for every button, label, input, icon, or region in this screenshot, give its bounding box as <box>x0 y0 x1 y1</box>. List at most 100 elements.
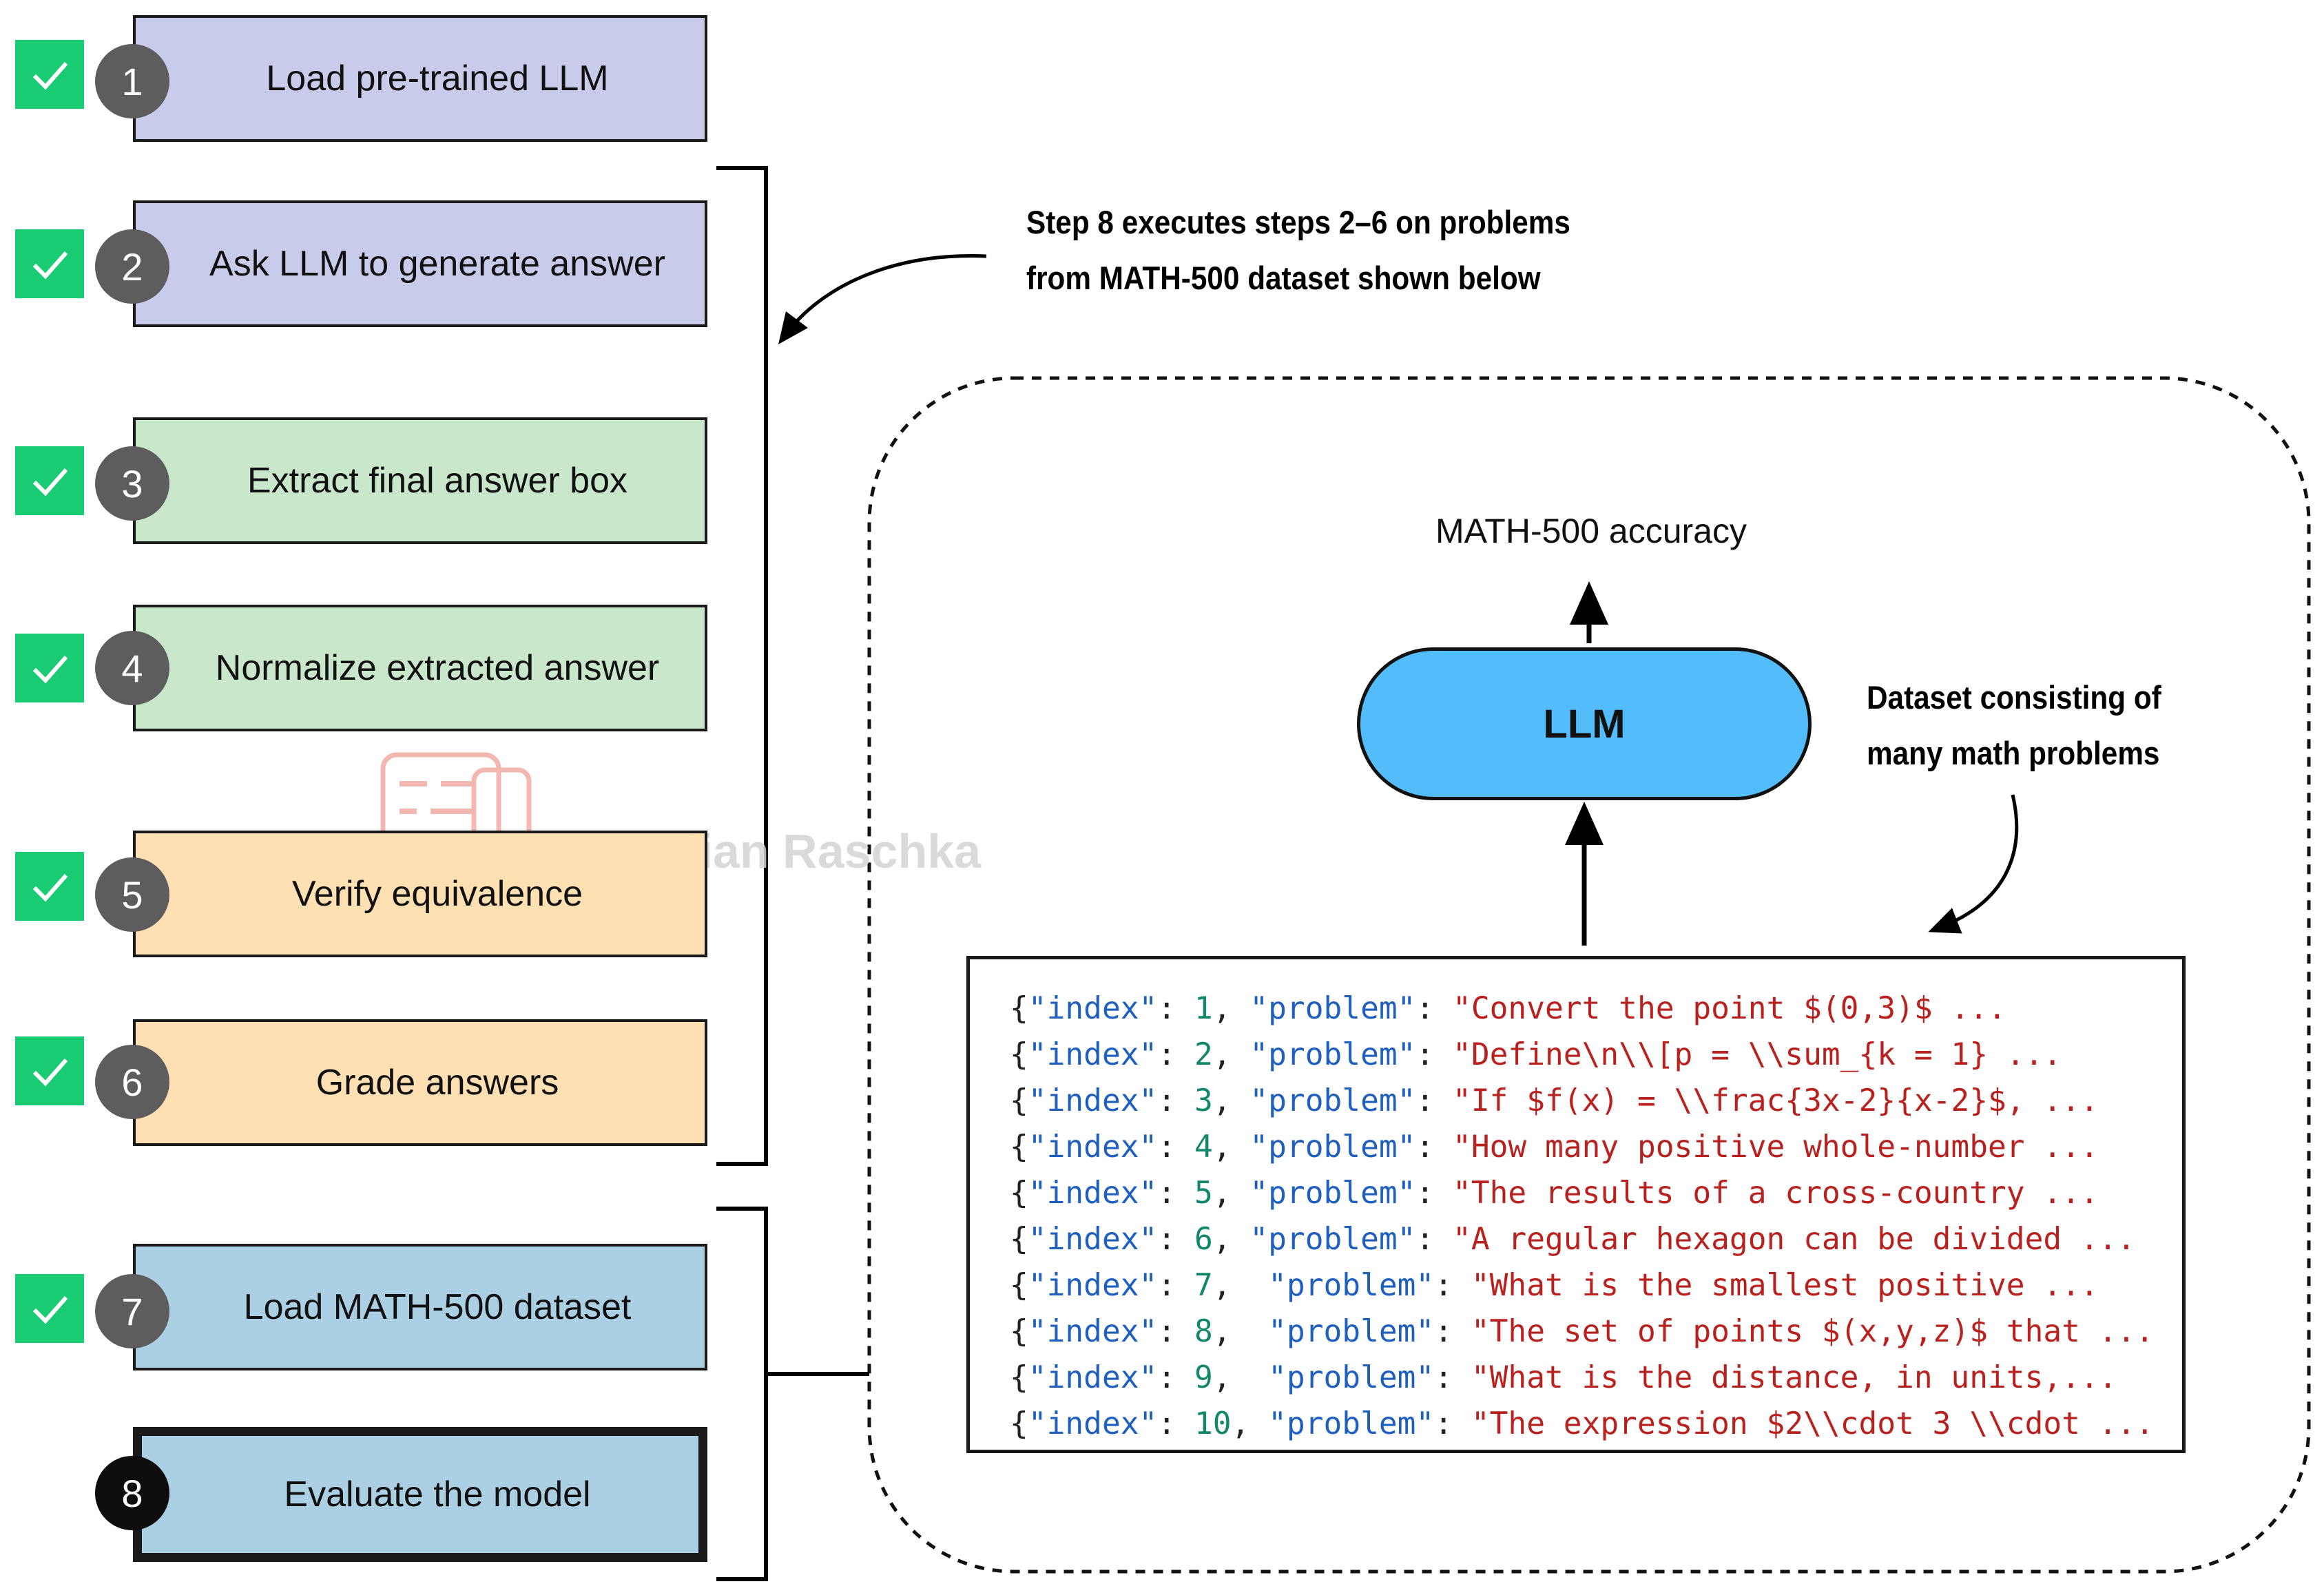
open-brace: { <box>1010 1222 1028 1257</box>
colon: : <box>1157 1129 1194 1165</box>
accuracy-label: MATH-500 accuracy <box>1435 512 1747 550</box>
open-brace: { <box>1010 1129 1028 1165</box>
index-key: "index" <box>1028 1176 1158 1211</box>
colon: : <box>1415 1222 1453 1257</box>
index-value: 9 <box>1194 1360 1213 1395</box>
colon: : <box>1415 1037 1453 1072</box>
colon: : <box>1434 1268 1471 1303</box>
check-icon <box>15 229 84 298</box>
bracket-steps-2-6 <box>716 166 768 1166</box>
colon: : <box>1157 1360 1194 1395</box>
step-number-badge: 1 <box>95 44 169 118</box>
index-value: 5 <box>1194 1176 1213 1211</box>
colon: : <box>1415 1176 1453 1211</box>
dashed-container <box>867 376 2311 1574</box>
index-value: 2 <box>1194 1037 1213 1072</box>
comma: , <box>1212 1268 1269 1303</box>
problem-text: "If $f(x) = \\frac{3x-2}{x-2}$, ... <box>1453 1083 2099 1118</box>
open-brace: { <box>1010 1360 1028 1395</box>
bracket-steps-7-8 <box>716 1207 768 1581</box>
colon: : <box>1434 1406 1471 1441</box>
colon: : <box>1157 1406 1194 1441</box>
index-value: 6 <box>1194 1222 1213 1257</box>
index-key: "index" <box>1028 1314 1158 1349</box>
check-icon <box>15 446 84 515</box>
colon: : <box>1157 1083 1194 1118</box>
comma: , <box>1212 1037 1250 1072</box>
index-key: "index" <box>1028 1360 1158 1395</box>
problem-key: "problem" <box>1268 1406 1435 1441</box>
index-value: 7 <box>1194 1268 1213 1303</box>
problem-text: "Convert the point $(0,3)$ ... <box>1453 991 2006 1026</box>
comma: , <box>1212 1222 1250 1257</box>
index-value: 4 <box>1194 1129 1213 1165</box>
colon: : <box>1415 1129 1453 1165</box>
index-value: 10 <box>1194 1406 1232 1441</box>
open-brace: { <box>1010 1406 1028 1441</box>
problem-key: "problem" <box>1249 1129 1416 1165</box>
step-1-box: Load pre-trained LLM <box>133 15 707 142</box>
step8-note: Step 8 executes steps 2–6 on problems fr… <box>1026 194 1570 306</box>
index-key: "index" <box>1028 1083 1158 1118</box>
step-number-badge: 2 <box>95 229 169 304</box>
step-8-box: Evaluate the model <box>133 1427 707 1562</box>
problem-text: "What is the smallest positive ... <box>1471 1268 2099 1303</box>
dataset-row: {"index": 6, "problem": "A regular hexag… <box>1010 1216 2182 1262</box>
dataset-row: {"index": 8, "problem": "The set of poin… <box>1010 1309 2182 1355</box>
colon: : <box>1157 1222 1194 1257</box>
problem-key: "problem" <box>1268 1360 1435 1395</box>
comma: , <box>1212 991 1250 1026</box>
dataset-note-line2: many math problems <box>1867 735 2160 771</box>
dataset-curved-arrow <box>1928 794 2019 934</box>
dataset-row: {"index": 2, "problem": "Define\n\\[p = … <box>1010 1032 2182 1078</box>
dataset-row: {"index": 10, "problem": "The expression… <box>1010 1401 2182 1447</box>
dataset-row: {"index": 3, "problem": "If $f(x) = \\fr… <box>1010 1078 2182 1124</box>
step-number-badge: 4 <box>95 631 169 705</box>
step-5-box: Verify equivalence <box>133 831 707 957</box>
colon: : <box>1415 991 1453 1026</box>
index-value: 8 <box>1194 1314 1213 1349</box>
problem-text: "What is the distance, in units,... <box>1471 1360 2117 1395</box>
index-value: 1 <box>1194 991 1213 1026</box>
index-key: "index" <box>1028 1222 1158 1257</box>
colon: : <box>1157 991 1194 1026</box>
comma: , <box>1212 1129 1250 1165</box>
open-brace: { <box>1010 1268 1028 1303</box>
problem-key: "problem" <box>1268 1314 1435 1349</box>
dataset-row: {"index": 1, "problem": "Convert the poi… <box>1010 986 2182 1032</box>
comma: , <box>1212 1314 1269 1349</box>
index-key: "index" <box>1028 991 1158 1026</box>
colon: : <box>1157 1037 1194 1072</box>
index-key: "index" <box>1028 1037 1158 1072</box>
problem-key: "problem" <box>1249 1176 1416 1211</box>
step-2-box: Ask LLM to generate answer <box>133 200 707 327</box>
comma: , <box>1212 1176 1250 1211</box>
problem-key: "problem" <box>1268 1268 1435 1303</box>
index-value: 3 <box>1194 1083 1213 1118</box>
problem-text: "The set of points $(x,y,z)$ that ... <box>1471 1314 2155 1349</box>
colon: : <box>1157 1314 1194 1349</box>
step-6-box: Grade answers <box>133 1019 707 1146</box>
index-key: "index" <box>1028 1268 1158 1303</box>
step-number-badge: 3 <box>95 446 169 521</box>
step8-note-line1: Step 8 executes steps 2–6 on problems <box>1026 204 1570 240</box>
index-key: "index" <box>1028 1129 1158 1165</box>
step-3-box: Extract final answer box <box>133 417 707 544</box>
check-icon <box>15 852 84 921</box>
step8-note-line2: from MATH-500 dataset shown below <box>1026 260 1541 296</box>
step-number-badge: 5 <box>95 857 169 932</box>
step-7-box: Load MATH-500 dataset <box>133 1244 707 1370</box>
check-icon <box>15 634 84 702</box>
problem-text: "How many positive whole-number ... <box>1453 1129 2099 1165</box>
comma: , <box>1212 1360 1269 1395</box>
llm-node: LLM <box>1357 647 1812 800</box>
step-number-badge: 8 <box>95 1456 169 1530</box>
open-brace: { <box>1010 1176 1028 1211</box>
dataset-row: {"index": 5, "problem": "The results of … <box>1010 1170 2182 1216</box>
problem-key: "problem" <box>1249 1037 1416 1072</box>
problem-text: "The expression $2\\cdot 3 \\cdot ... <box>1471 1406 2155 1441</box>
problem-text: "A regular hexagon can be divided ... <box>1453 1222 2136 1257</box>
check-icon <box>15 1274 84 1343</box>
comma: , <box>1231 1406 1269 1441</box>
colon: : <box>1157 1268 1194 1303</box>
